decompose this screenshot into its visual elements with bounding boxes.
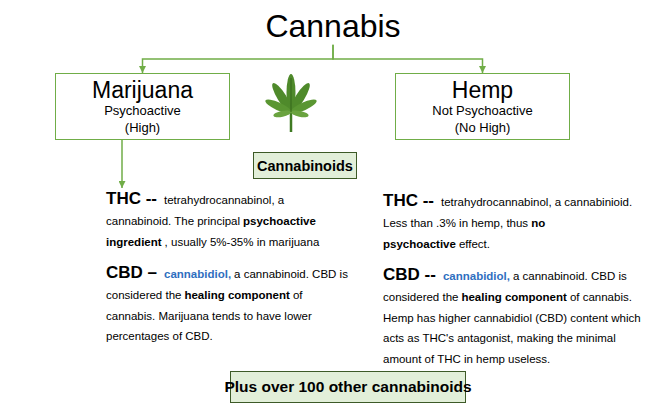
node-heading: Hemp xyxy=(452,77,513,103)
title-node: Cannabis xyxy=(261,8,404,45)
arrow-connector xyxy=(333,45,483,73)
arrow-connector xyxy=(121,140,123,188)
heading-box: Cannabinoids xyxy=(253,152,357,179)
node-heading: THC -- xyxy=(106,189,157,208)
node-text: cannabidiol, xyxy=(443,270,510,282)
text-block: THC --tetrahydrocannabinol, a cannabinio… xyxy=(383,190,651,254)
node-heading: Marijuana xyxy=(92,77,193,103)
node-text: Psychoactive (High) xyxy=(88,103,198,136)
node-text: , usually 5%-35% in marijuana xyxy=(165,236,320,248)
category-box: MarijuanaPsychoactive (High) xyxy=(55,73,230,140)
text-block: CBD --cannabidiol,a cannabinoid. CBD is … xyxy=(383,264,651,369)
node-text: effect. xyxy=(459,238,490,250)
node-text: healing component xyxy=(461,291,566,303)
node-heading: THC -- xyxy=(383,191,434,210)
footer-box: Plus over 100 other cannabinoids xyxy=(230,371,466,403)
category-box: HempNot Psychoactive (No High) xyxy=(395,73,570,140)
node-text: Not Psychoactive (No High) xyxy=(428,103,538,136)
leaf-vein xyxy=(291,78,292,112)
leaflet xyxy=(290,109,309,119)
text-block: THC --tetrahydrocannabinol, a cannabinoi… xyxy=(106,188,348,252)
leaflet xyxy=(273,109,292,119)
node-heading: Plus over 100 other cannabinoids xyxy=(224,378,471,396)
arrow-connector xyxy=(143,45,334,73)
text-block: CBD –cannabidiol,a cannabinoid. CBD is c… xyxy=(106,262,348,346)
node-heading: CBD – xyxy=(106,263,157,282)
node-text: cannabidiol, xyxy=(164,268,231,280)
node-heading: CBD -- xyxy=(383,265,436,284)
cannabis-leaf xyxy=(264,74,318,132)
node-text: healing component xyxy=(184,289,289,301)
node-heading: Cannabis xyxy=(265,8,400,45)
leaf-stem xyxy=(290,112,293,132)
node-heading: Cannabinoids xyxy=(257,158,353,174)
